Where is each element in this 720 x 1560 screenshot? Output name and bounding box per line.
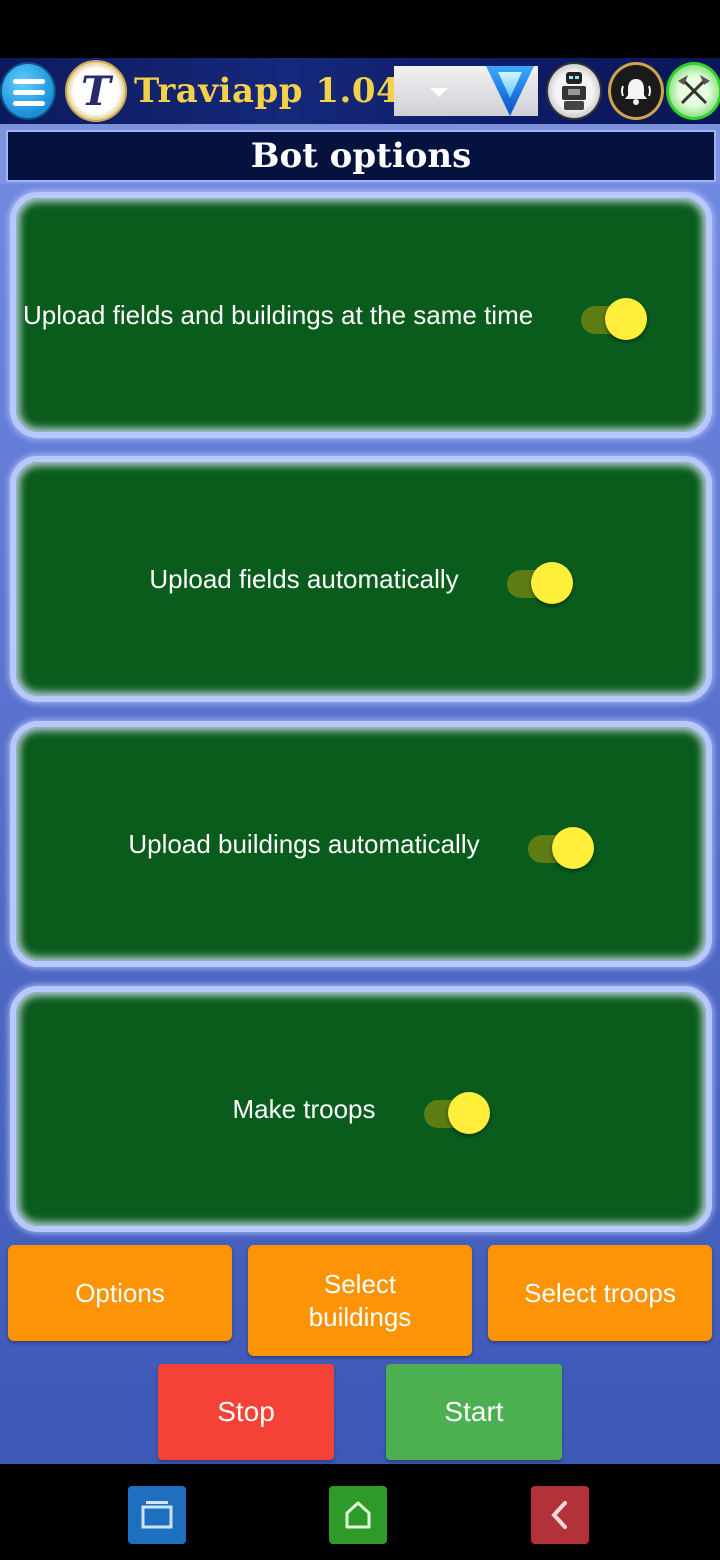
status-bar [0, 0, 720, 58]
option-label: Upload fields automatically [149, 563, 459, 594]
option-label: Upload fields and buildings at the same … [23, 299, 534, 330]
option-label: Make troops [232, 1093, 376, 1124]
select-buildings-line2: buildings [308, 1301, 412, 1332]
page-title: Bot options [6, 130, 716, 182]
start-button[interactable]: Start [386, 1364, 562, 1460]
village-dropdown[interactable] [394, 66, 538, 116]
toggle-switch[interactable] [423, 1089, 490, 1134]
robot-icon[interactable] [546, 62, 602, 120]
crossed-axes-icon[interactable] [666, 62, 720, 120]
bell-icon[interactable] [608, 62, 664, 120]
select-buildings-line1: Select [323, 1268, 397, 1299]
toggle-switch[interactable] [581, 295, 648, 340]
hamburger-menu-icon[interactable] [0, 62, 56, 120]
option-card-make-troops: Make troops [10, 986, 712, 1232]
chevron-down-icon [430, 88, 448, 97]
option-card-upload-fields: Upload fields automatically [10, 456, 712, 702]
option-card-upload-fields-and-buildings: Upload fields and buildings at the same … [10, 192, 712, 438]
select-buildings-button[interactable]: Select buildings [248, 1245, 472, 1356]
option-label: Upload buildings automatically [128, 828, 480, 859]
system-nav-bar [0, 1464, 720, 1560]
app-bar: T Traviapp 1.04 [0, 58, 720, 124]
option-card-upload-buildings: Upload buildings automatically [10, 721, 712, 967]
options-button[interactable]: Options [8, 1245, 232, 1341]
toggle-switch[interactable] [527, 824, 594, 869]
toggle-switch[interactable] [506, 559, 573, 604]
select-troops-button[interactable]: Select troops [488, 1245, 712, 1341]
recent-apps-icon[interactable] [128, 1486, 186, 1544]
app-title: Traviapp 1.04 [134, 71, 401, 111]
back-icon[interactable] [531, 1486, 589, 1544]
app-logo: T [65, 60, 127, 122]
stop-button[interactable]: Stop [158, 1364, 334, 1460]
home-icon[interactable] [329, 1486, 387, 1544]
header-strip: Bot options [0, 124, 720, 184]
